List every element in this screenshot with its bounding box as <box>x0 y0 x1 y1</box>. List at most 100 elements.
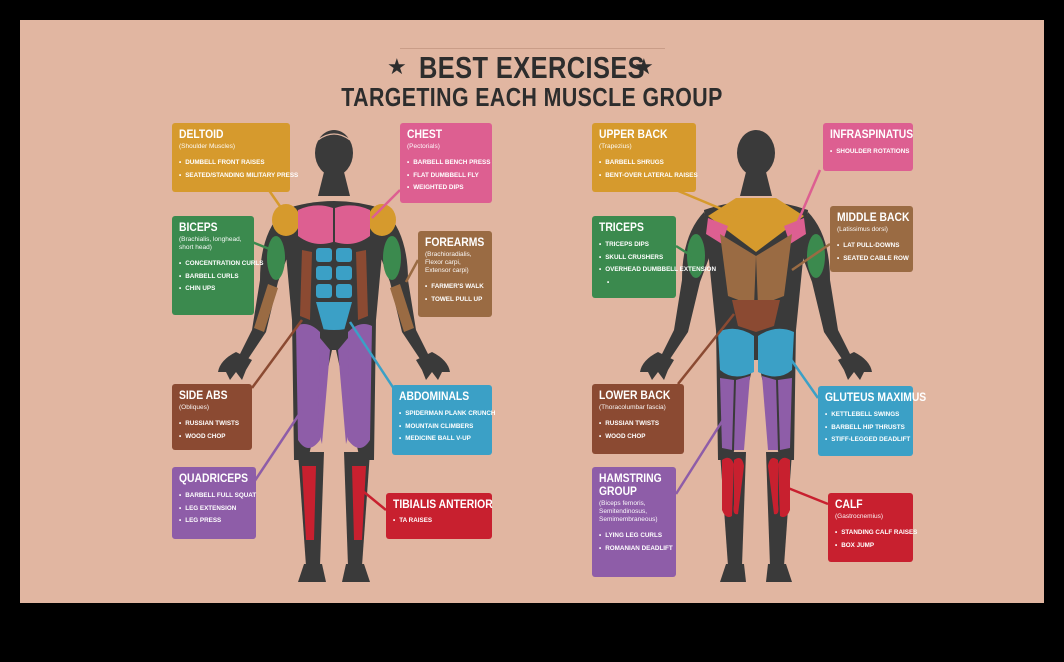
front-quad-left-b <box>318 338 330 444</box>
front-deltoid-left <box>272 204 300 236</box>
abdominals-exercise: MEDICINE BALL V-UP <box>399 433 485 446</box>
quadriceps-exercise: BARBELL FULL SQUAT <box>179 490 256 503</box>
chest-card: CHEST (Pectorials) BARBELL BENCH PRESS F… <box>400 123 492 203</box>
calf-exercise: BOX JUMP <box>835 540 906 553</box>
abdominals-card: ABDOMINALS SPIDERMAN PLANK CRUNCH MOUNTA… <box>392 385 495 455</box>
hamstring-subtitle: (Biceps femoris, Semitendinosus, Semimem… <box>599 500 658 523</box>
lower-back-exercise: RUSSIAN TWISTS <box>599 418 677 431</box>
abdominals-exercise: SPIDERMAN PLANK CRUNCH <box>399 408 495 421</box>
side-abs-exercise: WOOD CHOP <box>179 431 245 444</box>
abdominals-title: ABDOMINALS <box>399 391 470 403</box>
front-forearm-left <box>254 284 278 332</box>
middle-back-title: MIDDLE BACK <box>837 212 910 224</box>
title-line-2: TARGETING EACH MUSCLE GROUP <box>341 82 723 112</box>
back-calf-left-a <box>722 457 734 518</box>
gluteus-exercise: KETTLEBELL SWINGS <box>825 409 906 422</box>
back-calf-left-b <box>733 458 744 515</box>
lower-back-card: LOWER BACK (Thoracolumbar fascia) RUSSIA… <box>592 384 684 454</box>
front-pec-right <box>335 205 370 244</box>
biceps-exercise: CONCENTRATION CURLS <box>179 258 263 271</box>
upper-back-exercise: BENT-OVER LATERAL RAISES <box>599 170 697 183</box>
side-abs-subtitle: (Obliques) <box>179 404 209 411</box>
calf-subtitle: (Gastrocnemius) <box>835 513 884 520</box>
front-quad-right-b <box>338 338 350 444</box>
chest-exercise: BARBELL BENCH PRESS <box>407 157 490 170</box>
chest-title: CHEST <box>407 129 443 141</box>
triceps-exercise <box>599 277 669 290</box>
star-icon-right: ★ <box>634 54 654 79</box>
upper-back-title: UPPER BACK <box>599 129 668 141</box>
back-glute-left <box>718 328 754 377</box>
front-bicep-right <box>383 236 401 280</box>
front-pec-left <box>298 205 333 244</box>
middle-back-card: MIDDLE BACK (Latissimus dorsi) LAT PULL-… <box>830 206 913 272</box>
biceps-card: BICEPS (Brachialis, longhead, short head… <box>172 216 263 315</box>
front-oblique-left <box>300 250 312 320</box>
back-trapezius <box>708 198 804 252</box>
tibialis-title: TIBIALIS ANTERIOR <box>393 499 493 511</box>
abdominals-exercise: MOUNTAIN CLIMBERS <box>399 421 485 434</box>
biceps-exercise: BARBELL CURLS <box>179 271 247 284</box>
quadriceps-card: QUADRICEPS BARBELL FULL SQUAT LEG EXTENS… <box>172 467 256 539</box>
deltoid-exercise: DUMBELL FRONT RAISES <box>179 157 283 170</box>
middle-back-exercise: SEATED CABLE ROW <box>837 253 909 266</box>
front-quad-right-a <box>348 324 372 448</box>
upper-back-exercise: BARBELL SHRUGS <box>599 157 689 170</box>
back-glute-right <box>758 328 794 377</box>
front-oblique-right <box>356 250 368 320</box>
calf-title: CALF <box>835 499 863 511</box>
front-quad-left-a <box>296 324 320 448</box>
upper-back-subtitle: (Trapezius) <box>599 143 632 150</box>
chest-exercise: FLAT DUMBBELL FLY <box>407 170 485 183</box>
back-lower <box>732 300 780 332</box>
forearms-subtitle: (Brachioradialis, Flexor carpi, Extensor… <box>425 251 472 274</box>
gluteus-exercise: BARBELL HIP THRUSTS <box>825 422 906 435</box>
deltoid-exercise: SEATED/STANDING MILITARY PRESS <box>179 170 298 183</box>
biceps-subtitle: (Brachialis, longhead, short head) <box>179 236 242 251</box>
forearms-exercise: FARMER'S WALK <box>425 281 485 294</box>
connector-lines <box>250 169 831 511</box>
triceps-exercise: TRICEPS DIPS <box>599 239 669 252</box>
lower-back-exercise: WOOD CHOP <box>599 431 677 444</box>
front-tibialis-right <box>352 466 366 540</box>
back-calf-right-b <box>768 458 779 515</box>
lower-back-subtitle: (Thoracolumbar fascia) <box>599 404 666 411</box>
triceps-exercise: SKULL CRUSHERS <box>599 252 669 265</box>
forearms-card: FOREARMS (Brachioradialis, Flexor carpi,… <box>418 231 492 317</box>
infographic-canvas: ★ ★ BEST EXERCISES TARGETING EACH MUSCLE… <box>20 20 1044 603</box>
front-forearm-right <box>390 284 414 332</box>
front-body-figure <box>218 130 450 582</box>
calf-exercise: STANDING CALF RAISES <box>835 527 917 540</box>
biceps-title: BICEPS <box>179 222 218 234</box>
middle-back-exercise: LAT PULL-DOWNS <box>837 240 906 253</box>
chest-subtitle: (Pectorials) <box>407 143 440 150</box>
tibialis-exercise: TA RAISES <box>393 515 485 528</box>
biceps-exercise: CHIN UPS <box>179 283 247 296</box>
star-icon-left: ★ <box>387 54 407 79</box>
hamstring-card: HAMSTRING GROUP (Biceps femoris, Semiten… <box>592 467 676 577</box>
hamstring-exercise: LYING LEG CURLS <box>599 530 669 543</box>
tibialis-card: TIBIALIS ANTERIOR TA RAISES <box>386 493 493 539</box>
deltoid-subtitle: (Shoulder Muscles) <box>179 143 235 150</box>
gluteus-exercise: STIFF-LEGGED DEADLIFT <box>825 434 910 447</box>
back-lat-right <box>756 234 792 306</box>
front-bicep-left <box>267 236 285 280</box>
forearms-exercise: TOWEL PULL UP <box>425 294 485 307</box>
deltoid-card: DELTOID (Shoulder Muscles) DUMBELL FRONT… <box>172 123 298 192</box>
lower-back-title: LOWER BACK <box>599 390 671 402</box>
front-tibialis-left <box>302 466 316 540</box>
quadriceps-exercise: LEG PRESS <box>179 515 249 528</box>
gluteus-title: GLUTEUS MAXIMUS <box>825 392 927 404</box>
deltoid-title: DELTOID <box>179 129 224 141</box>
side-abs-title: SIDE ABS <box>179 390 228 402</box>
calf-card: CALF (Gastrocnemius) STANDING CALF RAISE… <box>828 493 917 562</box>
quadriceps-title: QUADRICEPS <box>179 473 249 485</box>
upper-back-card: UPPER BACK (Trapezius) BARBELL SHRUGS BE… <box>592 123 698 192</box>
back-body-figure <box>640 130 872 582</box>
triceps-title: TRICEPS <box>599 222 644 234</box>
back-calf-right-a <box>778 457 790 518</box>
side-abs-card: SIDE ABS (Obliques) RUSSIAN TWISTS WOOD … <box>172 384 252 450</box>
hamstring-exercise: ROMANIAN DEADLIFT <box>599 543 673 556</box>
title-rule-top <box>400 48 665 49</box>
chest-exercise: WEIGHTED DIPS <box>407 182 485 195</box>
